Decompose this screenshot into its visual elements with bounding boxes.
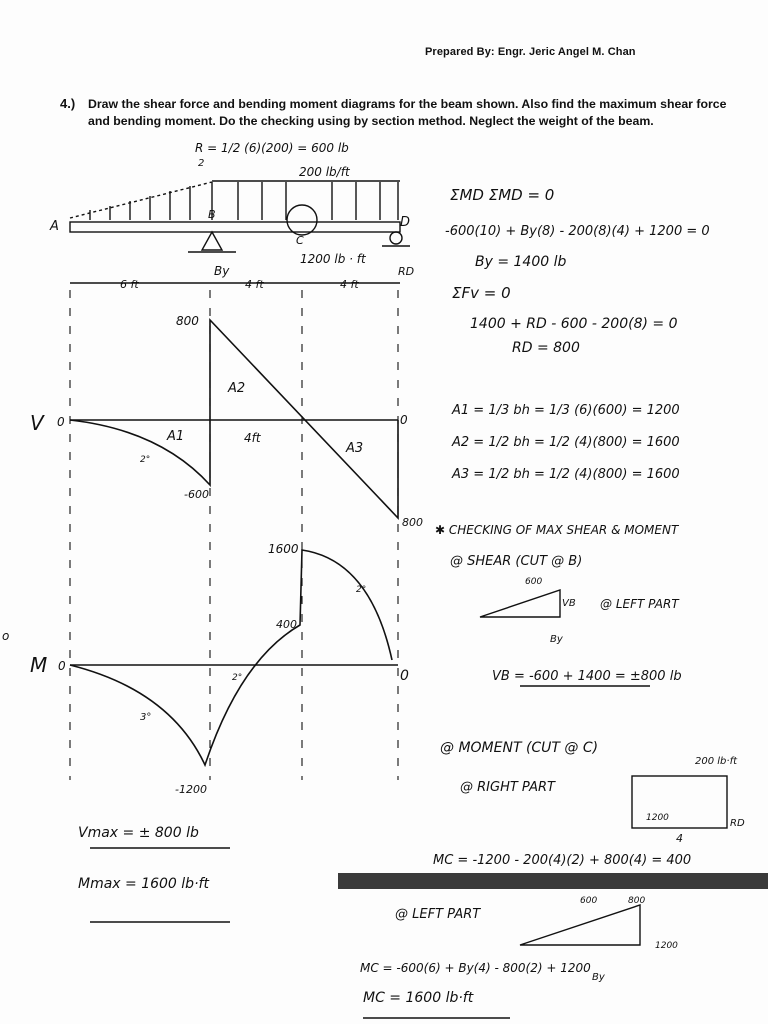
fbd-4: 4 [676, 832, 683, 845]
shear-zero: 0 [57, 415, 65, 429]
moment-cut: @ MOMENT (CUT @ C) [440, 740, 598, 756]
point-b: B [208, 208, 216, 221]
fbd2-600: 600 [580, 896, 597, 906]
fbd-200: 200 lb·ft [695, 756, 738, 767]
couple-label: 1200 lb · ft [300, 252, 367, 266]
fbd-vb: VB [562, 598, 576, 609]
fbd2-1200: 1200 [655, 941, 678, 951]
shear-800-bot: 800 [402, 516, 423, 529]
moment-zero: 0 [58, 659, 66, 673]
point-a: A [49, 219, 59, 234]
left-part-label: @ LEFT PART [600, 597, 680, 611]
moment-curve [69, 549, 393, 768]
moment-axis-label: M [30, 653, 47, 677]
fbd2-800: 800 [628, 896, 645, 906]
problem-statement: Draw the shear force and bending moment … [88, 97, 727, 128]
dim-4ft-a: 4 ft [245, 278, 264, 291]
beam [69, 221, 401, 233]
vmax: Vmax = ± 800 lb [78, 825, 199, 841]
point-c: C [296, 234, 304, 247]
load-label: 200 lb/ft [299, 165, 351, 179]
couple-symbol [286, 204, 318, 236]
scan-dark-band [338, 873, 768, 889]
mmax: Mmax = 1600 lb·ft [78, 876, 209, 892]
triangular-load-line [69, 181, 213, 219]
dim-4ft-b: 4 ft [340, 278, 359, 291]
moment-400: 400 [276, 618, 297, 631]
shear-cut: @ SHEAR (CUT @ B) [450, 554, 582, 569]
vb-equation: VB = -600 + 1400 = ±800 lb [492, 669, 682, 684]
shear-curve [69, 317, 399, 521]
left-part-label-2: @ LEFT PART [395, 907, 481, 922]
eq-4: ΣFv = 0 [452, 284, 511, 302]
lever-2: 2 [198, 158, 204, 169]
fbd-600: 600 [525, 577, 542, 587]
reaction-rd: RD [398, 265, 414, 278]
fbd-by: By [550, 634, 564, 645]
load-arrows [89, 182, 399, 220]
fbd-moment-left [519, 904, 641, 946]
dim-6ft: 6 ft [120, 278, 139, 291]
mc-left-equation: MC = -600(6) + By(4) - 800(2) + 1200 [360, 961, 591, 975]
shear-neg600: -600 [184, 488, 209, 501]
moment-1600: 1600 [268, 542, 299, 556]
support-b [200, 230, 224, 251]
area-eq-2: A2 = 1/2 bh = 1/2 (4)(800) = 1600 [451, 435, 680, 450]
shear-dist: 4ft [244, 431, 262, 445]
fbd-moment-right [631, 775, 728, 829]
checking-title: ✱ CHECKING OF MAX SHEAR & MOMENT [435, 523, 680, 537]
eq-6: RD = 800 [512, 340, 580, 356]
eq-3: By = 1400 lb [475, 254, 566, 270]
problem-number: 4.) [60, 96, 76, 111]
mc-right-equation: MC = -1200 - 200(4)(2) + 800(4) = 400 [433, 853, 691, 868]
fbd-1200: 1200 [646, 813, 669, 823]
shear-end-zero: 0 [400, 413, 408, 427]
fbd-rd: RD [730, 818, 745, 829]
support-d [389, 231, 403, 245]
margin-mark: o [2, 629, 9, 643]
moment-neg1200: -1200 [175, 783, 207, 796]
point-d: D [400, 215, 410, 230]
moment-deg3: 3° [140, 712, 151, 723]
area-a3: A3 [345, 441, 363, 456]
eq-2: -600(10) + By(8) - 200(8)(4) + 1200 = 0 [445, 224, 710, 239]
mc-result: MC = 1600 lb·ft [363, 990, 474, 1006]
shear-axis-label: V [30, 411, 45, 435]
moment-end-zero: 0 [400, 668, 409, 684]
right-part-label: @ RIGHT PART [460, 780, 556, 795]
moment-deg2a: 2° [232, 673, 242, 683]
area-a2: A2 [227, 381, 245, 396]
shear-800-top: 800 [176, 314, 199, 328]
fbd-shear [479, 589, 561, 618]
reaction-by: By [214, 264, 230, 278]
shear-deg: 2° [140, 455, 150, 465]
area-eq-1: A1 = 1/3 bh = 1/3 (6)(600) = 1200 [451, 403, 680, 418]
moment-deg2b: 2° [356, 585, 366, 595]
eq-5: 1400 + RD - 600 - 200(8) = 0 [470, 316, 678, 332]
area-eq-3: A3 = 1/2 bh = 1/2 (4)(800) = 1600 [451, 467, 680, 482]
area-a1: A1 [166, 429, 184, 444]
prepared-by: Prepared By: Engr. Jeric Angel M. Chan [425, 46, 636, 58]
section-guides [69, 290, 399, 780]
eq-1: ΣMD ΣMD = 0 [450, 186, 554, 204]
fbd2-by: By [592, 972, 606, 983]
resultant-note: R = 1/2 (6)(200) = 600 lb [195, 141, 349, 155]
